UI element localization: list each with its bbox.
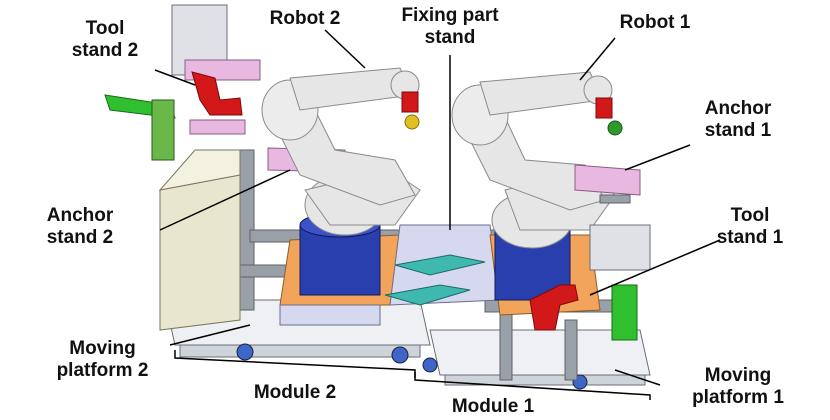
leader-lines [154,29,721,400]
green-handle [104,94,176,161]
tool-stand-2 [171,4,261,135]
fixing-part-stand [384,254,486,306]
robot-1 [451,71,623,301]
label-robot-2: Robot 2 [269,8,341,29]
robot-2 [261,67,421,296]
label-robot-1: Robot 1 [619,12,691,33]
label-module-1: Module 1 [451,396,535,417]
electrical-cabinet [158,149,241,331]
label-module-2: Module 2 [253,382,337,403]
tool-stand-1 [529,224,651,341]
anchor-stand-1 [574,164,641,204]
